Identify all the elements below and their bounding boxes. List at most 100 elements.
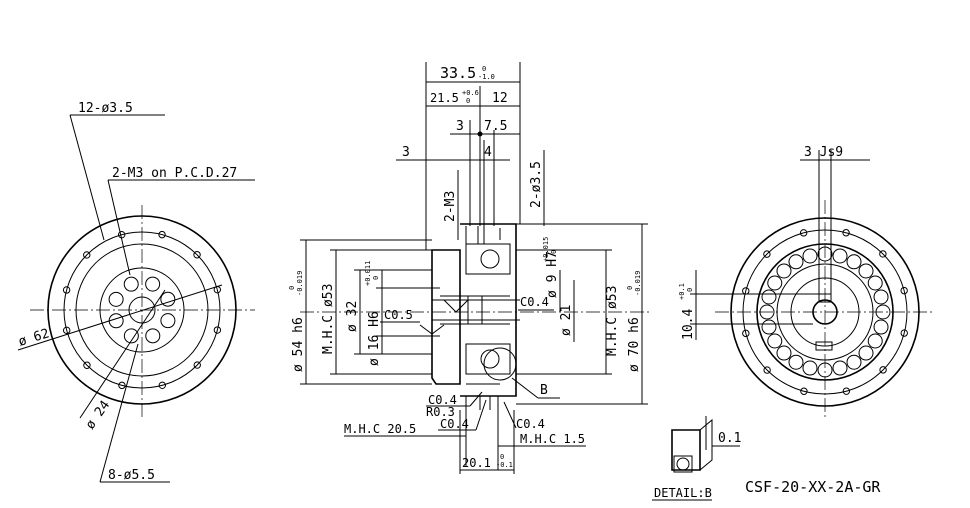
detail-dim: 0.1: [718, 431, 741, 446]
chamfer-c04-c: C0.4: [516, 417, 545, 431]
bore-9-dim: ø 9 H7: [545, 251, 560, 298]
tapped-m3-label: 2-M3: [443, 191, 458, 222]
inner-bolt-hole: [160, 313, 176, 329]
right-end-view: 3 Js9 10.4 +0.1 0: [678, 145, 935, 420]
bearing-rollers: [759, 246, 891, 378]
bolt-hole: [742, 329, 750, 338]
mhc-53-left-dim: M.H.C ø53: [321, 284, 336, 354]
roller: [788, 254, 804, 270]
left-end-view: 12-ø3.5 2-M3 on P.C.D.27 ø 62 ø 24 8-ø5.…: [17, 101, 255, 483]
svg-text:-0.019: -0.019: [296, 271, 304, 296]
roller: [832, 360, 848, 376]
svg-text:-1.0: -1.0: [478, 73, 495, 81]
inner-bolt-holes: [108, 276, 176, 344]
bolt-hole: [158, 230, 166, 239]
inner-diameter-label: ø 24: [83, 398, 113, 432]
keyway-height-dim: 10.4: [681, 309, 696, 340]
svg-text:+0.015: +0.015: [542, 237, 550, 262]
bolt-hole: [193, 251, 201, 259]
roller: [873, 289, 889, 305]
svg-text:-0.1: -0.1: [496, 461, 513, 469]
roller: [761, 319, 777, 335]
bolt-hole: [193, 361, 201, 369]
inner-bolt-hole: [123, 328, 139, 344]
inner-bolt-hole: [123, 276, 139, 292]
mhc-1-5-dim: M.H.C 1.5: [520, 432, 585, 446]
roller: [846, 254, 862, 270]
diameter-70-dim: ø 70 h6: [627, 317, 642, 372]
length-4-dim: 4: [484, 145, 492, 160]
diameter-54-dim: ø 54 h6: [291, 317, 306, 372]
detail-label: DETAIL:B: [654, 486, 712, 500]
keyway-width-dim: 3 Js9: [804, 145, 843, 160]
diameter-21-dim: ø 21: [559, 305, 574, 336]
roller: [802, 360, 818, 376]
bolt-hole: [118, 381, 126, 390]
bolt-hole: [763, 366, 771, 374]
mhc-20-5-dim: M.H.C 20.5: [344, 422, 416, 436]
circular-spline-body: [431, 249, 461, 385]
svg-text:0: 0: [550, 250, 558, 254]
length-12-dim: 12: [492, 91, 508, 106]
roller: [761, 289, 777, 305]
chamfer-c05: C0.5: [384, 308, 413, 322]
bolt-hole: [879, 366, 887, 374]
roller: [767, 275, 783, 291]
roller: [867, 275, 883, 291]
svg-text:+0.011: +0.011: [364, 261, 372, 286]
mhc-53-right-dim: M.H.C ø53: [605, 286, 620, 356]
tapped-holes-label: 2-M3 on P.C.D.27: [112, 166, 237, 181]
bore-16-dim: ø 16 H6: [367, 311, 382, 366]
through-holes-label: 2-ø3.5: [529, 161, 544, 208]
outer-bolt-holes: [62, 230, 222, 390]
chamfer-c04-b: C0.4: [440, 417, 469, 431]
inner-bolt-hole: [160, 291, 176, 307]
inner-bolt-hole: [145, 328, 161, 344]
roller: [846, 354, 862, 370]
svg-text:0: 0: [626, 286, 634, 290]
roller: [875, 304, 891, 320]
detail-b-ref: B: [540, 383, 548, 398]
svg-text:0: 0: [466, 97, 470, 105]
bolt-hole: [799, 229, 808, 237]
inner-bolt-hole: [108, 291, 124, 307]
bolt-hole: [158, 381, 167, 390]
outer-holes-label: 12-ø3.5: [78, 101, 133, 116]
bolt-hole: [900, 329, 908, 337]
inner-holes-label: 8-ø5.5: [108, 468, 155, 483]
bolt-hole: [62, 326, 71, 335]
right-bolt-holes: [742, 229, 908, 395]
svg-text:0: 0: [372, 276, 380, 280]
roller: [858, 263, 874, 279]
inner-bolt-hole: [145, 276, 161, 292]
length-21-5-dim: 21.5: [430, 91, 459, 105]
overall-length-dim: 33.5: [440, 64, 476, 82]
svg-text:0: 0: [686, 288, 694, 292]
bolt-hole: [213, 326, 222, 334]
roller: [776, 345, 792, 361]
model-code: CSF-20-XX-2A-GR: [745, 478, 881, 496]
length-7-5-dim: 7.5: [484, 119, 507, 134]
length-3a-dim: 3: [456, 119, 464, 134]
roller: [802, 248, 818, 264]
bolt-hole: [900, 286, 908, 295]
roller: [867, 333, 883, 349]
detail-b-view: 0.1 DETAIL:B: [652, 416, 741, 501]
svg-text:0: 0: [482, 65, 486, 73]
bolt-hole: [842, 387, 851, 395]
upper-bearing: [465, 243, 511, 275]
length-3b-dim: 3: [402, 145, 410, 160]
svg-text:-0.019: -0.019: [634, 271, 642, 296]
diameter-32-dim: ø 32: [345, 301, 360, 332]
roller: [788, 354, 804, 370]
detail-b-circle: [483, 347, 517, 381]
roller: [776, 263, 792, 279]
roller: [832, 248, 848, 264]
svg-text:+0.6: +0.6: [462, 89, 479, 97]
svg-text:0: 0: [288, 286, 296, 290]
bolt-hole: [842, 229, 850, 237]
radius-r03: R0.3: [426, 405, 455, 419]
bolt-hole: [83, 361, 91, 369]
outer-housing: [460, 223, 517, 397]
bolt-hole: [879, 250, 887, 258]
